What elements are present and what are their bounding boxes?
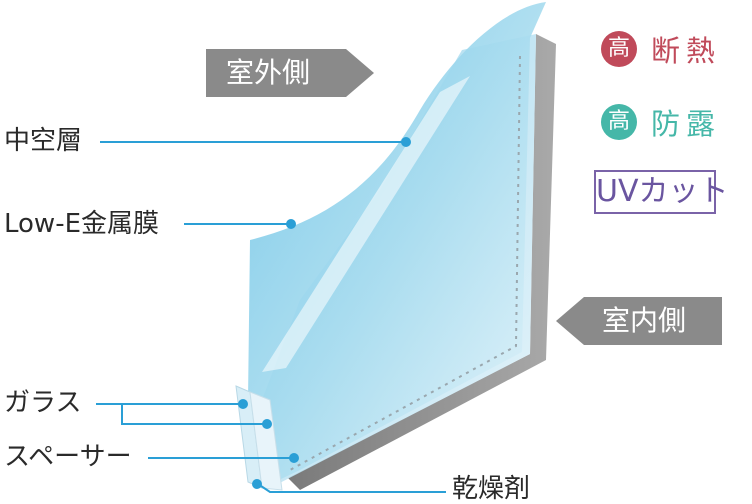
glare-stripe bbox=[262, 76, 470, 372]
dot-lowe-film bbox=[286, 219, 296, 229]
spacer-dots bbox=[289, 55, 521, 471]
high-circle-icon: 高 bbox=[601, 31, 637, 67]
feature-text: 防露 bbox=[651, 107, 722, 141]
dot-glass-1 bbox=[238, 399, 248, 409]
indoor-pane-frame bbox=[288, 34, 556, 490]
outdoor-side-label: 室外側 bbox=[226, 56, 311, 89]
leader-glass-2 bbox=[121, 404, 266, 425]
outdoor-side-badge: 室外側 bbox=[206, 49, 374, 97]
label-spacer: スペーサー bbox=[4, 442, 132, 472]
dot-desiccant bbox=[252, 479, 262, 489]
high-circle-icon: 高 bbox=[601, 104, 637, 140]
indoor-side-label: 室内側 bbox=[602, 304, 687, 337]
feature-high-insulation: 高 断熱 bbox=[601, 28, 721, 70]
dot-spacer bbox=[289, 453, 299, 463]
feature-anti-condensation: 高 防露 bbox=[601, 101, 721, 143]
leader-dots bbox=[238, 137, 411, 489]
indoor-side-badge: 室内側 bbox=[556, 297, 722, 345]
leader-desiccant bbox=[257, 483, 446, 493]
label-lowe-film: Low-E金属膜 bbox=[4, 209, 160, 239]
uv-cut-badge: UVカット bbox=[594, 170, 728, 214]
feature-text: 断熱 bbox=[651, 34, 722, 68]
label-desiccant: 乾燥剤 bbox=[452, 474, 531, 504]
dot-hollow-layer bbox=[401, 137, 411, 147]
dot-glass-2 bbox=[262, 419, 272, 429]
leader-lines bbox=[96, 141, 446, 493]
label-hollow-layer: 中空層 bbox=[4, 126, 83, 156]
label-glass: ガラス bbox=[4, 388, 82, 418]
outdoor-glass-pane bbox=[248, 2, 546, 488]
spacer-bar bbox=[249, 391, 283, 491]
